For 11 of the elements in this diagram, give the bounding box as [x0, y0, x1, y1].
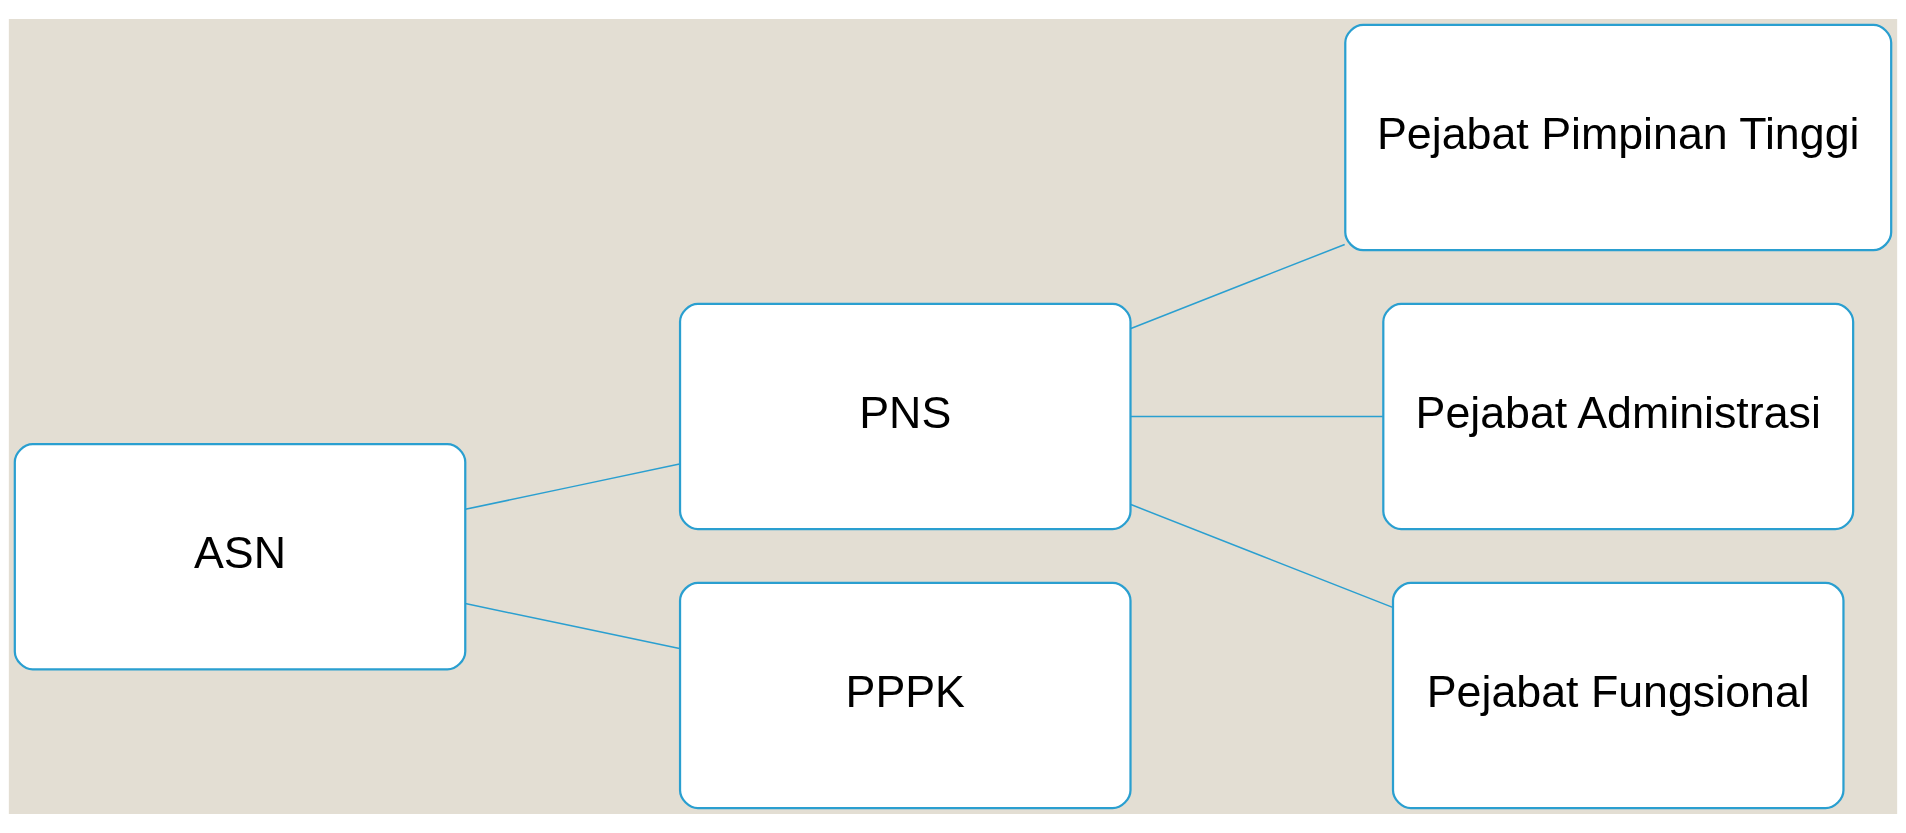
node-box: Pejabat Pimpinan Tinggi [1344, 23, 1893, 252]
connector [1130, 503, 1394, 609]
node-box: PNS [678, 302, 1132, 531]
node-box: PPPK [678, 581, 1132, 810]
node-box: Pejabat Administrasi [1382, 302, 1855, 531]
connector [464, 463, 681, 511]
connector [464, 602, 681, 650]
connector [1130, 243, 1346, 330]
connector [1130, 415, 1384, 418]
node-box: ASN [13, 442, 467, 671]
node-box: Pejabat Fungsional [1391, 581, 1845, 810]
